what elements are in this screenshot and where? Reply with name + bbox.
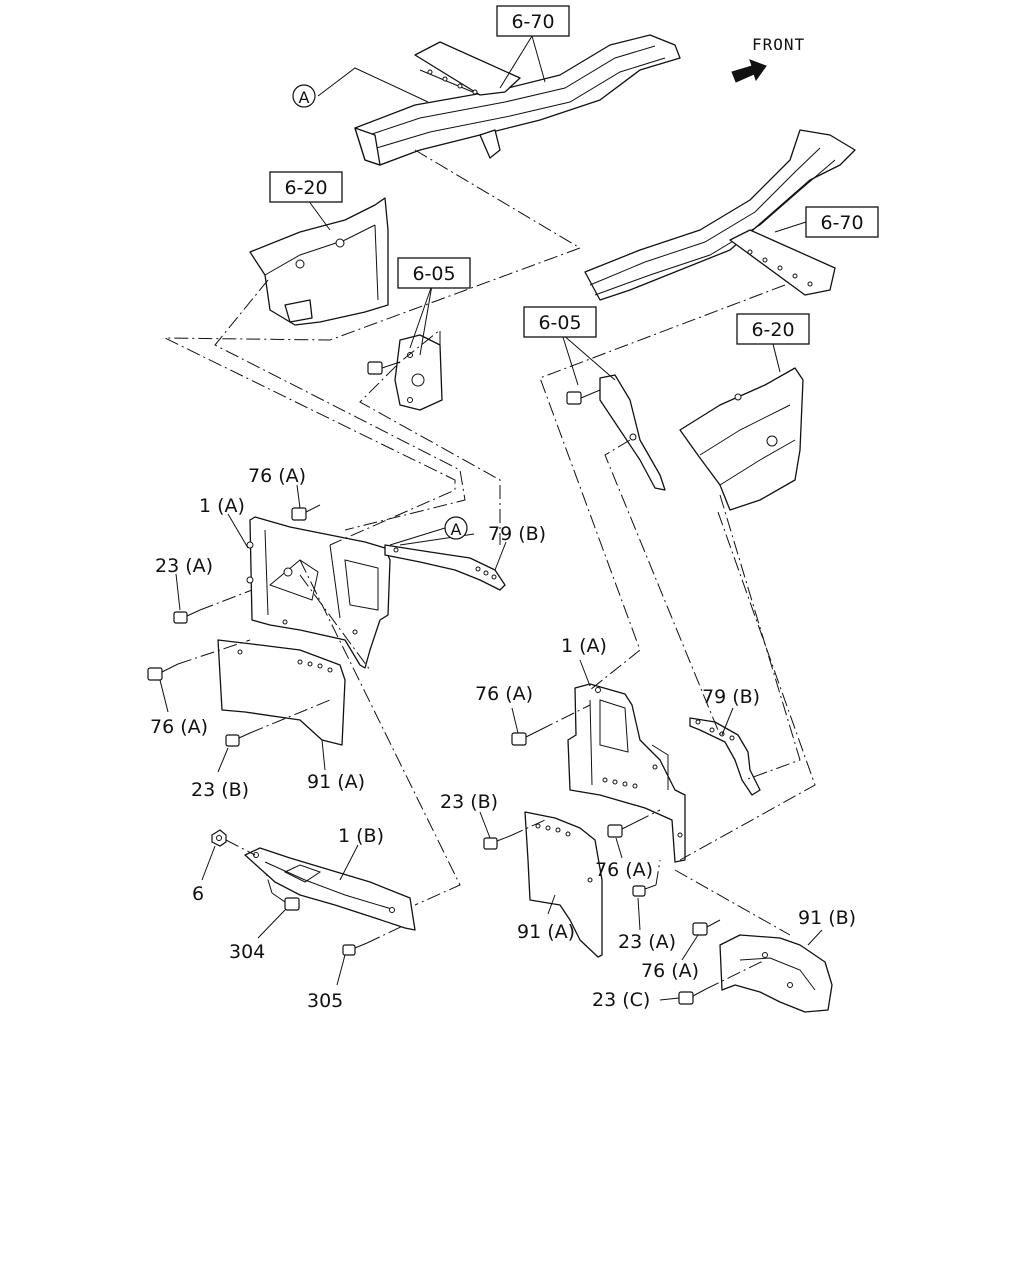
ref-box-support-right[interactable]: 6-05 bbox=[523, 306, 597, 338]
left-mudflap-91a bbox=[217, 639, 346, 746]
callout-a-mid-leader bbox=[389, 527, 446, 546]
label-76a-left-top: 76 (A) bbox=[248, 465, 306, 487]
label-76a-right-mid: 76 (A) bbox=[595, 859, 653, 881]
label-23b-left: 23 (B) bbox=[191, 779, 249, 801]
bolt-76a-left-top bbox=[291, 507, 307, 521]
right-mudflap-91a bbox=[524, 811, 603, 958]
bolt-23c-right bbox=[678, 991, 694, 1005]
right-bracket-1a bbox=[567, 683, 686, 863]
right-strap-79b bbox=[689, 717, 761, 796]
label-23a-left: 23 (A) bbox=[155, 555, 213, 577]
bolt-23a-left bbox=[173, 611, 188, 624]
callout-a-mid: A bbox=[444, 516, 468, 540]
support-right-6-05 bbox=[566, 374, 666, 491]
bolt-76a-right-low bbox=[692, 922, 708, 936]
label-23b-right: 23 (B) bbox=[440, 791, 498, 813]
left-bracket-1a bbox=[246, 516, 391, 669]
bolt-76a-left-bottom bbox=[147, 667, 163, 681]
label-79b-left: 79 (B) bbox=[488, 523, 546, 545]
bolt-23b-right bbox=[483, 837, 498, 850]
svg-text:6-05: 6-05 bbox=[412, 263, 455, 285]
ref-box-bracket-left[interactable]: 6-20 bbox=[269, 171, 343, 203]
ref-box-frame-top[interactable]: 6-70 bbox=[496, 5, 570, 37]
label-23c-right: 23 (C) bbox=[592, 989, 650, 1011]
label-76a-right-low: 76 (A) bbox=[641, 960, 699, 982]
support-left-6-05 bbox=[367, 334, 443, 411]
front-label: FRONT bbox=[752, 35, 805, 54]
left-bracket-1b bbox=[244, 847, 416, 931]
svg-text:A: A bbox=[451, 520, 462, 539]
label-6: 6 bbox=[192, 883, 204, 905]
bolt-304 bbox=[284, 897, 300, 911]
svg-text:6-20: 6-20 bbox=[284, 177, 327, 199]
label-79b-right: 79 (B) bbox=[702, 686, 760, 708]
bolt-305 bbox=[342, 944, 356, 956]
svg-text:6-05: 6-05 bbox=[538, 312, 581, 334]
frame-rail-right bbox=[584, 129, 856, 301]
label-1b-left: 1 (B) bbox=[338, 825, 384, 847]
label-91a-left: 91 (A) bbox=[307, 771, 365, 793]
bolt-76a-right-top bbox=[511, 732, 527, 746]
left-strap-79b bbox=[384, 544, 506, 591]
frame-rail-top bbox=[354, 34, 681, 166]
bolt-76a-right-mid bbox=[607, 824, 623, 838]
label-1a-right: 1 (A) bbox=[561, 635, 607, 657]
bracket-right-6-20 bbox=[679, 367, 804, 511]
front-arrow-icon bbox=[731, 59, 767, 83]
ref-box-frame-right[interactable]: 6-70 bbox=[805, 206, 879, 238]
ref-box-support-left[interactable]: 6-05 bbox=[397, 257, 471, 289]
callout-a-top: A bbox=[292, 84, 316, 108]
label-1a-left: 1 (A) bbox=[199, 495, 245, 517]
label-91a-right: 91 (A) bbox=[517, 921, 575, 943]
alignment-lines bbox=[164, 149, 816, 990]
label-304: 304 bbox=[229, 941, 265, 963]
svg-text:6-70: 6-70 bbox=[511, 11, 554, 33]
label-305: 305 bbox=[307, 990, 343, 1012]
part-labels: 76 (A) 1 (A) 23 (A) 79 (B) 76 (A) 23 (B)… bbox=[150, 465, 856, 1012]
label-23a-right: 23 (A) bbox=[618, 931, 676, 953]
ref-box-bracket-right[interactable]: 6-20 bbox=[736, 313, 810, 345]
svg-text:6-70: 6-70 bbox=[820, 212, 863, 234]
bolt-23b-left bbox=[225, 734, 240, 747]
svg-text:6-20: 6-20 bbox=[751, 319, 794, 341]
bracket-left-6-20 bbox=[249, 197, 389, 326]
label-76a-left-bottom: 76 (A) bbox=[150, 716, 208, 738]
svg-text:A: A bbox=[299, 88, 310, 107]
label-76a-right-top: 76 (A) bbox=[475, 683, 533, 705]
right-part-91b bbox=[719, 934, 833, 1013]
label-91b-right: 91 (B) bbox=[798, 907, 856, 929]
bolt-23a-right bbox=[632, 885, 646, 897]
